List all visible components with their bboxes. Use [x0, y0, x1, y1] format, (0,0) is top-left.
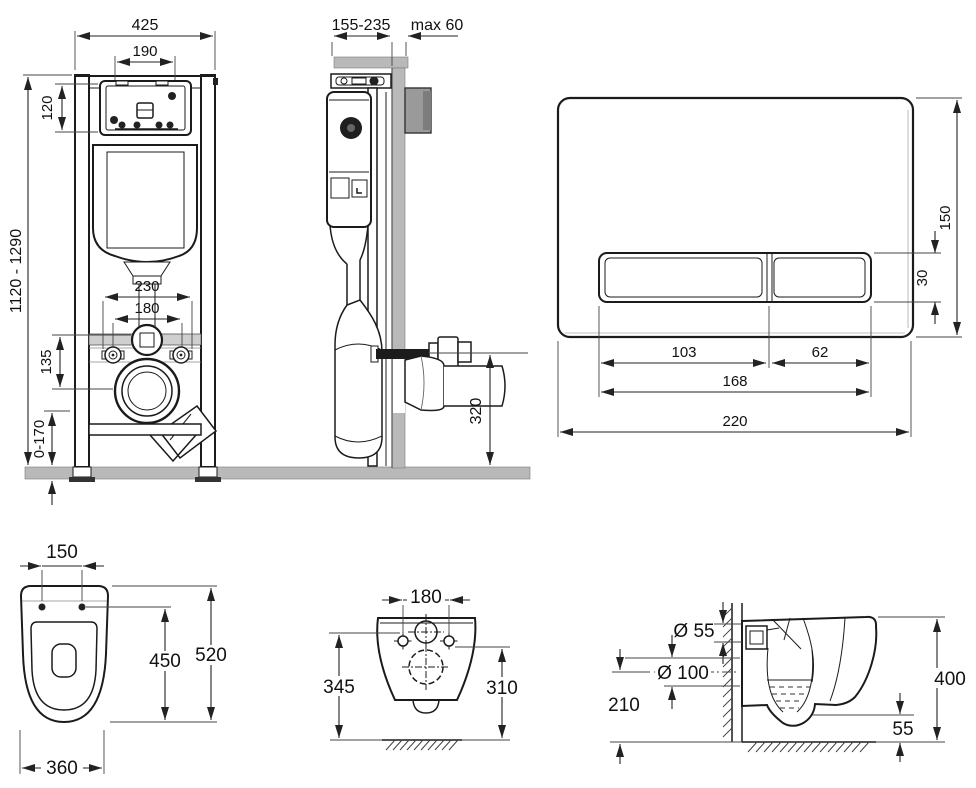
- dim-left-button: 103: [671, 344, 696, 361]
- dim-fixing-spacing: 230: [134, 278, 159, 295]
- dim-outlet-drop: 135: [38, 349, 55, 374]
- seat-outline: [30, 621, 98, 711]
- drain-hole: [402, 645, 450, 690]
- bowl-outline-top: [19, 585, 110, 724]
- fixing-bolt-left: [101, 346, 125, 364]
- dim-bowl-depth: 520: [195, 645, 227, 666]
- dim-height-right: 310: [486, 678, 518, 699]
- bowl-foot: [412, 699, 440, 714]
- top-fixing-bracket: [330, 73, 392, 89]
- bowl-top-dimensions: 150 450 520 360: [19, 542, 232, 779]
- mounting-holes: [394, 632, 458, 650]
- dim-access-width: 190: [132, 43, 157, 60]
- bowl-top-view: 150 450 520 360: [19, 542, 232, 779]
- flush-pipe-outlet: [130, 323, 164, 357]
- dim-plate-height: 150: [937, 205, 954, 230]
- ground-line-rear: [330, 739, 510, 751]
- dim-hinge-spacing: 150: [46, 542, 78, 563]
- hinge-hole-right: [78, 603, 86, 611]
- bowl-rear-dimensions: 180 345 310: [318, 586, 523, 738]
- dim-buttons-width: 168: [722, 373, 747, 390]
- frame-side-view: 155-235 max 60 320: [326, 17, 528, 469]
- water-level-lines: [770, 686, 810, 709]
- small-flush-button: [773, 257, 866, 298]
- dim-inner-depth: 450: [149, 651, 181, 672]
- dim-max-wall: max 60: [411, 17, 464, 34]
- dim-access-height: 120: [39, 95, 56, 120]
- flush-buttons: [598, 252, 872, 303]
- bowl-rear-view: 180 345 310: [318, 586, 523, 751]
- fixing-bolt-right: [169, 346, 193, 364]
- frame-front-view: 425 190 120 1120 - 1290 230 180 135: [8, 17, 221, 505]
- big-flush-button: [604, 257, 763, 298]
- cistern-side: [326, 91, 372, 305]
- water-supply-connection: [370, 336, 472, 368]
- dim-base-adjust: 0-170: [31, 420, 48, 458]
- dim-frame-width: 425: [132, 17, 159, 34]
- drain-trap-side: [334, 299, 383, 459]
- hinge-hole-left: [38, 603, 46, 611]
- dim-bolt-spacing: 180: [410, 587, 442, 608]
- flush-plate-view: 150 30 103 62 168 220: [556, 96, 962, 437]
- bowl-side-view: Ø 55 Ø 100 210 400 55: [608, 602, 974, 764]
- inlet-hole: [408, 614, 444, 650]
- top-bracket-bar: [333, 56, 409, 69]
- dim-plate-width: 220: [722, 413, 747, 430]
- ground-line-side: [610, 741, 945, 753]
- dim-height-left: 345: [323, 677, 355, 698]
- dim-outlet-height: 320: [468, 398, 485, 425]
- dim-bowl-depth-side: 400: [934, 669, 966, 690]
- dim-outlet-center-height: 210: [608, 695, 640, 716]
- floor-slab: [24, 466, 531, 480]
- access-window: [99, 80, 192, 136]
- dim-clearance: 55: [892, 719, 913, 740]
- frame-side-dimensions: 155-235 max 60 320: [331, 17, 528, 465]
- dim-install-height: 1120 - 1290: [8, 229, 25, 313]
- dim-outlet-diameter: Ø 100: [657, 663, 709, 684]
- adjustable-feet: [69, 466, 221, 482]
- dim-stud-spacing: 180: [134, 300, 159, 317]
- dim-inlet-diameter: Ø 55: [673, 621, 714, 642]
- flush-plate-dimensions: 150 30 103 62 168 220: [557, 97, 962, 437]
- bowl-section-details: [745, 617, 846, 713]
- frame-front-dimensions: 425 190 120 1120 - 1290 230 180 135: [8, 17, 216, 505]
- dim-frame-depth: 155-235: [332, 17, 391, 34]
- dim-button-height: 30: [914, 270, 931, 287]
- dim-bowl-width: 360: [46, 758, 78, 779]
- dim-right-button: 62: [812, 344, 829, 361]
- bowl-hole: [51, 643, 77, 678]
- bowl-side-dimensions: Ø 55 Ø 100 210 400 55: [608, 602, 974, 764]
